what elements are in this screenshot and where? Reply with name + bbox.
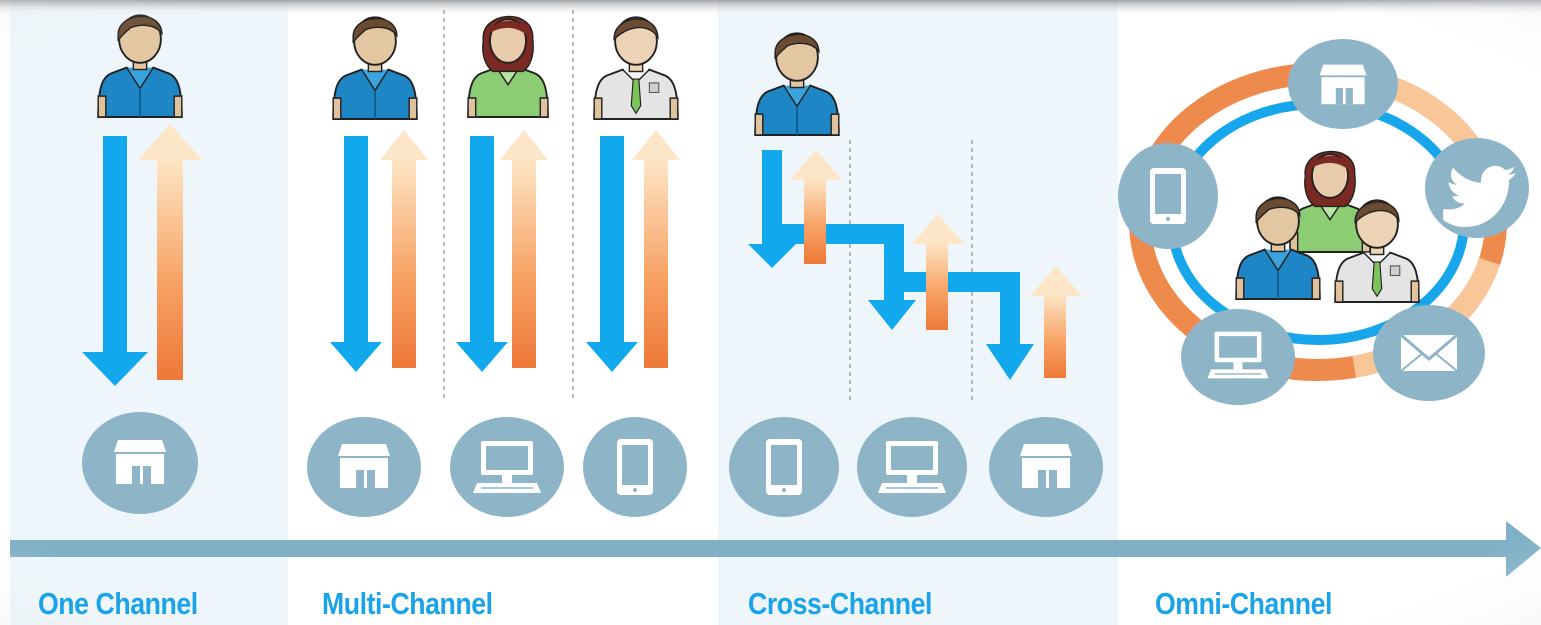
customer-green-icon — [467, 15, 549, 118]
tablet-icon — [729, 417, 839, 517]
customer-white-icon — [593, 16, 679, 120]
email-icon — [1373, 305, 1485, 401]
computer-icon — [857, 417, 967, 517]
customer-blue-icon — [332, 16, 418, 120]
tablet-icon — [583, 417, 687, 517]
omni-channel-label: Omni-Channel — [1155, 586, 1333, 621]
omni-channel-group — [1118, 39, 1529, 405]
computer-icon — [450, 417, 564, 517]
store-icon — [307, 417, 421, 517]
down-arrow — [470, 136, 494, 346]
down-arrow — [344, 136, 368, 346]
customer-green-icon — [1289, 150, 1371, 253]
cross-channel-label: Cross-Channel — [748, 586, 933, 621]
store-icon — [82, 412, 198, 514]
top-shadow — [0, 0, 1541, 16]
tablet-icon — [1118, 143, 1218, 249]
computer-icon — [1181, 309, 1295, 405]
multi-channel-group — [307, 15, 687, 517]
up-arrow — [380, 130, 428, 160]
store-icon — [1288, 39, 1398, 129]
twitter-icon — [1425, 138, 1529, 238]
up-arrow — [632, 130, 680, 160]
store-icon — [989, 417, 1103, 517]
one-channel-label: One Channel — [38, 586, 198, 621]
multi-channel-label: Multi-Channel — [322, 586, 493, 621]
up-arrow — [500, 130, 548, 160]
down-arrow — [600, 136, 624, 346]
